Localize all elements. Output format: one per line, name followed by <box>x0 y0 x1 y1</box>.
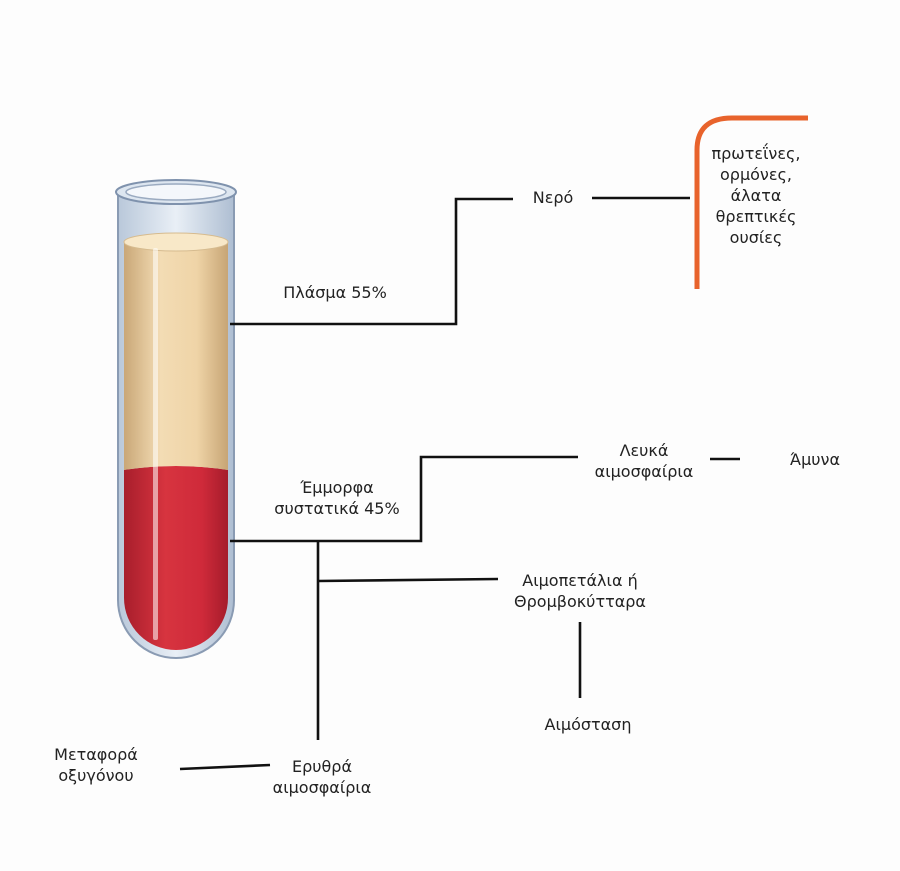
line-red-cells-to-oxygen <box>179 763 271 771</box>
white-cells-label: Λευκά αιμοσφαίρια <box>594 441 694 481</box>
tube-red-cells-layer <box>124 466 228 650</box>
tube-highlight <box>153 248 158 640</box>
defense-label: Άμυνα <box>790 450 840 469</box>
water-label: Νερό <box>532 188 574 207</box>
platelets-label: Αιμοπετάλια ή Θρομβοκύτταρα <box>514 571 646 611</box>
plasma-solutes-label: πρωτεΐνες, ορμόνες, άλατα θρεπτικές ουσί… <box>711 144 801 247</box>
tube-plasma-surface <box>123 232 229 252</box>
oxygen-transport-label: Μεταφορά οξυγόνου <box>54 745 138 785</box>
hemostasis-label: Αιμόσταση <box>544 715 632 734</box>
tube-plasma-layer <box>124 238 228 470</box>
plasma-label: Πλάσμα 55% <box>283 283 387 302</box>
line-to-platelets <box>317 577 499 583</box>
red-cells-label: Ερυθρά αιμοσφαίρια <box>272 757 372 797</box>
tube-opening <box>125 183 227 201</box>
line-formed-to-white-cells <box>230 455 578 543</box>
connector-lines <box>179 196 740 771</box>
solutes-bracket <box>694 115 808 289</box>
formed-elements-label: Έμμορφα συστατικά 45% <box>274 478 400 518</box>
line-plasma-to-water <box>230 197 513 326</box>
test-tube <box>115 179 237 659</box>
